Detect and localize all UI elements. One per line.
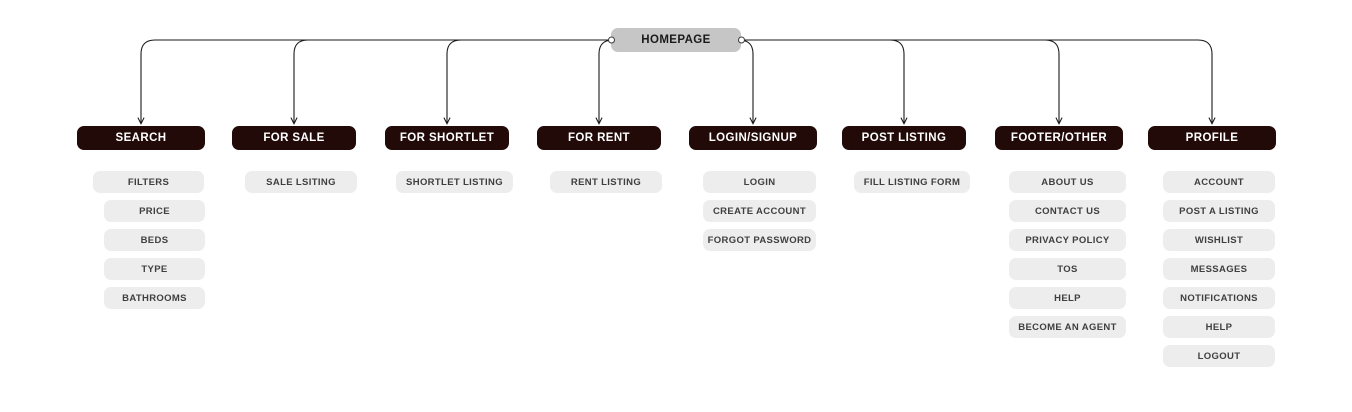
edge-homepage-to-login-signup bbox=[738, 39, 753, 123]
node-leaf-search-2[interactable]: BEDS bbox=[104, 229, 205, 251]
node-leaf-post-listing-0[interactable]: FILL LISTING FORM bbox=[854, 171, 970, 193]
connection-handle-right-icon[interactable] bbox=[737, 36, 745, 44]
leaf-label: WISHLIST bbox=[1194, 234, 1244, 246]
node-leaf-profile-6[interactable]: LOGOUT bbox=[1163, 345, 1275, 367]
child-list-for-shortlet: SHORTLET LISTING bbox=[385, 171, 513, 200]
connection-handle-left-icon[interactable] bbox=[607, 36, 615, 44]
leaf-label: PRIVACY POLICY bbox=[1025, 234, 1110, 246]
node-category-for-rent[interactable]: FOR RENT bbox=[537, 126, 661, 150]
node-category-post-listing[interactable]: POST LISTING bbox=[842, 126, 966, 150]
column-for-shortlet: FOR SHORTLET SHORTLET LISTING bbox=[385, 126, 513, 200]
child-list-post-listing: FILL LISTING FORM bbox=[842, 171, 970, 200]
node-category-profile[interactable]: PROFILE bbox=[1148, 126, 1276, 150]
node-leaf-footer-other-0[interactable]: ABOUT US bbox=[1009, 171, 1126, 193]
node-leaf-search-4[interactable]: BATHROOMS bbox=[104, 287, 205, 309]
node-homepage[interactable]: HOMEPAGE bbox=[607, 28, 745, 52]
child-list-search: FILTERS PRICE BEDS TYPE BATHROOMS bbox=[77, 171, 205, 316]
node-leaf-profile-1[interactable]: POST A LISTING bbox=[1163, 200, 1275, 222]
leaf-label: SALE LSITING bbox=[266, 176, 336, 188]
leaf-label: LOGOUT bbox=[1197, 350, 1241, 362]
leaf-label: FILTERS bbox=[127, 176, 170, 188]
column-for-rent: FOR RENT RENT LISTING bbox=[537, 126, 662, 200]
category-label: FOR SALE bbox=[263, 132, 325, 144]
node-category-footer-other[interactable]: FOOTER/OTHER bbox=[995, 126, 1123, 150]
leaf-label: SHORTLET LISTING bbox=[406, 176, 503, 188]
column-search: SEARCH FILTERS PRICE BEDS TYPE BATHROOMS bbox=[77, 126, 205, 316]
node-leaf-login-signup-2[interactable]: FORGOT PASSWORD bbox=[703, 229, 816, 251]
leaf-label: NOTIFICATIONS bbox=[1180, 292, 1258, 304]
node-leaf-profile-3[interactable]: MESSAGES bbox=[1163, 258, 1275, 280]
leaf-label: BATHROOMS bbox=[122, 292, 187, 304]
leaf-label: CREATE ACCOUNT bbox=[712, 205, 807, 217]
leaf-label: PRICE bbox=[139, 205, 170, 217]
leaf-label: POST A LISTING bbox=[1179, 205, 1259, 217]
leaf-label: FORGOT PASSWORD bbox=[707, 234, 812, 246]
node-leaf-login-signup-1[interactable]: CREATE ACCOUNT bbox=[703, 200, 816, 222]
edge-homepage-to-for-sale bbox=[294, 39, 611, 123]
edge-homepage-to-search bbox=[141, 39, 611, 123]
edge-homepage-to-for-shortlet bbox=[447, 39, 611, 123]
node-category-search[interactable]: SEARCH bbox=[77, 126, 205, 150]
leaf-label: ACCOUNT bbox=[1194, 176, 1244, 188]
node-homepage-label: HOMEPAGE bbox=[641, 34, 711, 46]
node-category-login-signup[interactable]: LOGIN/SIGNUP bbox=[689, 126, 817, 150]
category-label: FOOTER/OTHER bbox=[1010, 132, 1108, 144]
leaf-label: HELP bbox=[1054, 292, 1081, 304]
node-leaf-for-sale-0[interactable]: SALE LSITING bbox=[245, 171, 357, 193]
node-category-for-shortlet[interactable]: FOR SHORTLET bbox=[385, 126, 509, 150]
node-leaf-search-0[interactable]: FILTERS bbox=[93, 171, 204, 193]
node-leaf-profile-2[interactable]: WISHLIST bbox=[1163, 229, 1275, 251]
category-label: POST LISTING bbox=[861, 132, 947, 144]
child-list-for-sale: SALE LSITING bbox=[232, 171, 357, 200]
child-list-for-rent: RENT LISTING bbox=[537, 171, 662, 200]
leaf-label: TOS bbox=[1057, 263, 1078, 275]
node-leaf-profile-5[interactable]: HELP bbox=[1163, 316, 1275, 338]
child-list-footer-other: ABOUT US CONTACT US PRIVACY POLICY TOS HELP B… bbox=[995, 171, 1126, 345]
node-leaf-for-rent-0[interactable]: RENT LISTING bbox=[550, 171, 662, 193]
node-leaf-footer-other-3[interactable]: TOS bbox=[1009, 258, 1126, 280]
edge-homepage-to-footer-other bbox=[741, 39, 1059, 123]
node-category-for-sale[interactable]: FOR SALE bbox=[232, 126, 356, 150]
node-leaf-footer-other-5[interactable]: BECOME AN AGENT bbox=[1009, 316, 1126, 338]
leaf-label: ABOUT US bbox=[1041, 176, 1094, 188]
column-for-sale: FOR SALE SALE LSITING bbox=[232, 126, 357, 200]
leaf-label: CONTACT US bbox=[1034, 205, 1101, 217]
edge-homepage-to-for-rent bbox=[599, 39, 614, 123]
child-list-login-signup: LOGIN CREATE ACCOUNT FORGOT PASSWORD bbox=[689, 171, 817, 258]
node-leaf-for-shortlet-0[interactable]: SHORTLET LISTING bbox=[396, 171, 513, 193]
category-label: LOGIN/SIGNUP bbox=[708, 132, 798, 144]
leaf-label: FILL LISTING FORM bbox=[863, 176, 961, 188]
node-leaf-search-3[interactable]: TYPE bbox=[104, 258, 205, 280]
category-label: PROFILE bbox=[1185, 132, 1239, 144]
column-post-listing: POST LISTING FILL LISTING FORM bbox=[842, 126, 970, 200]
leaf-label: TYPE bbox=[141, 263, 168, 275]
node-leaf-footer-other-1[interactable]: CONTACT US bbox=[1009, 200, 1126, 222]
edge-homepage-to-profile bbox=[741, 39, 1212, 123]
category-label: FOR SHORTLET bbox=[399, 132, 495, 144]
leaf-label: BEDS bbox=[140, 234, 169, 246]
node-leaf-profile-0[interactable]: ACCOUNT bbox=[1163, 171, 1275, 193]
leaf-label: MESSAGES bbox=[1190, 263, 1248, 275]
node-leaf-footer-other-2[interactable]: PRIVACY POLICY bbox=[1009, 229, 1126, 251]
node-leaf-login-signup-0[interactable]: LOGIN bbox=[703, 171, 816, 193]
node-leaf-footer-other-4[interactable]: HELP bbox=[1009, 287, 1126, 309]
leaf-label: HELP bbox=[1205, 321, 1233, 333]
column-footer-other: FOOTER/OTHER ABOUT US CONTACT US PRIVACY PO… bbox=[995, 126, 1126, 345]
category-label: SEARCH bbox=[115, 132, 167, 144]
leaf-label: BECOME AN AGENT bbox=[1018, 321, 1117, 333]
node-leaf-search-1[interactable]: PRICE bbox=[104, 200, 205, 222]
category-label: FOR RENT bbox=[568, 132, 630, 144]
edge-homepage-to-post-listing bbox=[741, 39, 904, 123]
leaf-label: LOGIN bbox=[743, 176, 776, 188]
column-login-signup: LOGIN/SIGNUP LOGIN CREATE ACCOUNT FORGOT PA… bbox=[689, 126, 817, 258]
child-list-profile: ACCOUNT POST A LISTING WISHLIST MESSAGES NOT… bbox=[1148, 171, 1276, 374]
column-profile: PROFILE ACCOUNT POST A LISTING WISHLIST MESS… bbox=[1148, 126, 1276, 374]
node-leaf-profile-4[interactable]: NOTIFICATIONS bbox=[1163, 287, 1275, 309]
leaf-label: RENT LISTING bbox=[570, 176, 642, 188]
